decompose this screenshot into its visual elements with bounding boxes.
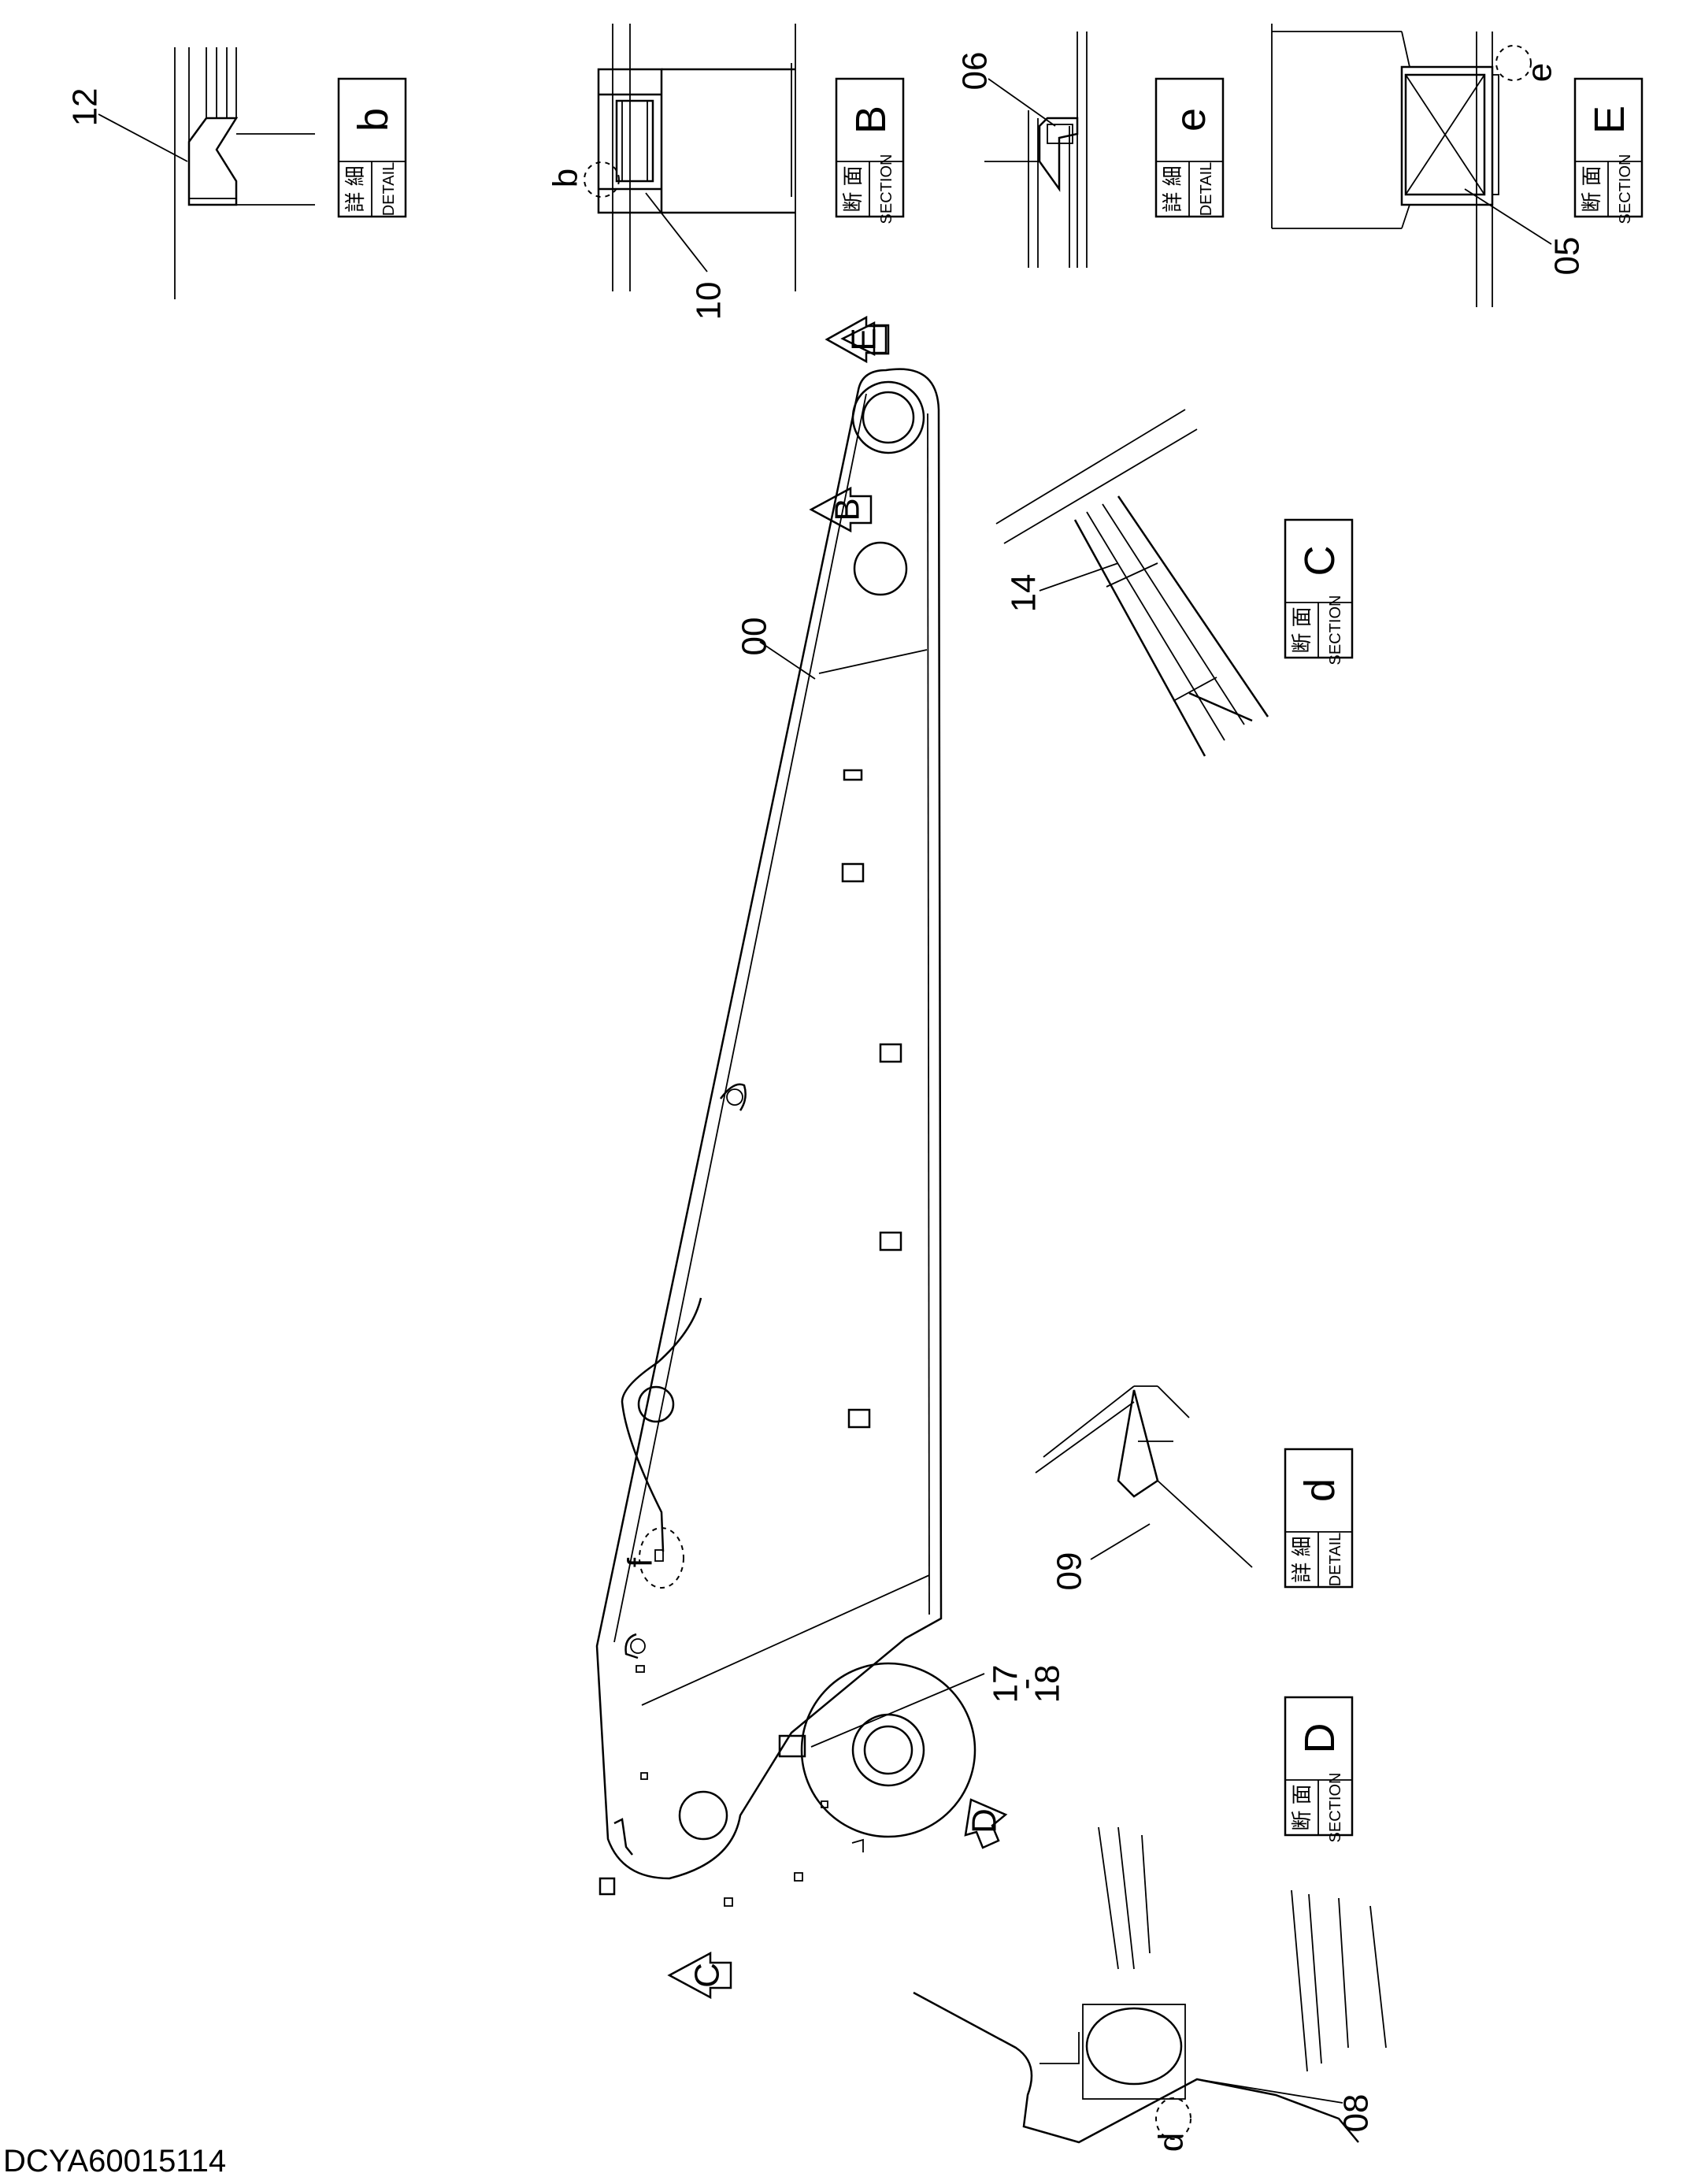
section-D-view: d 08	[913, 1826, 1387, 2152]
detail-circle-f: f	[621, 1557, 660, 1567]
view-tag-kind-jp: 詳 細	[1290, 1536, 1314, 1582]
view-tag-detail-d: 詳 細 DETAIL d	[1284, 1448, 1354, 1589]
view-tag-detail-b: 詳 細 DETAIL b	[337, 77, 407, 218]
view-tag-kind-jp: 断 面	[1290, 1784, 1314, 1830]
view-tag-letter: b	[350, 108, 397, 132]
callout-10: 10	[690, 282, 728, 321]
view-tag-section-D: 断 面 SECTION D	[1284, 1696, 1354, 1843]
view-tag-letter: D	[1296, 1723, 1343, 1754]
callout-18: 18	[1028, 1665, 1067, 1704]
detail-circle-d: d	[1152, 2133, 1191, 2152]
view-tag-kind-en: SECTION	[1327, 1773, 1344, 1843]
detail-circle-e: e	[1521, 63, 1559, 82]
view-tag-kind-en: DETAIL	[380, 162, 398, 217]
view-arrow-E-label: E	[845, 328, 884, 350]
detail-circle-b: b	[547, 169, 585, 187]
view-tag-letter: d	[1296, 1478, 1343, 1502]
callout-06: 06	[956, 52, 995, 91]
view-tag-letter: e	[1167, 108, 1214, 132]
view-tag-kind-en: DETAIL	[1198, 162, 1215, 217]
view-arrow-C: C	[667, 1951, 732, 2000]
detail-b-view: 12	[66, 47, 315, 299]
callout-14: 14	[1005, 574, 1043, 613]
view-tag-section-B: 断 面 SECTION B	[835, 77, 905, 224]
callout-00: 00	[736, 617, 774, 656]
detail-d-view: 09	[1035, 1385, 1253, 1591]
view-arrow-B-label: B	[828, 498, 867, 521]
detail-e-view: 06	[956, 32, 1088, 268]
section-C-view: 14	[995, 409, 1269, 757]
view-tag-kind-jp: 断 面	[841, 165, 865, 212]
view-tag-section-E: 断 面 SECTION E	[1573, 77, 1644, 224]
view-arrow-D-label: D	[965, 1808, 1004, 1834]
view-tag-kind-jp: 断 面	[1580, 165, 1603, 212]
view-tag-kind-en: DETAIL	[1327, 1533, 1344, 1587]
callout-09: 09	[1051, 1552, 1089, 1591]
view-tag-section-C: 断 面 SECTION C	[1284, 518, 1354, 666]
callout-dash: -	[1006, 1678, 1045, 1690]
callout-05: 05	[1548, 237, 1587, 276]
view-tag-kind-jp: 断 面	[1290, 606, 1314, 653]
view-arrow-B: B	[809, 486, 873, 533]
callout-17: 17	[987, 1665, 1025, 1704]
view-arrow-E: E	[825, 315, 890, 364]
view-tag-detail-e: 詳 細 DETAIL e	[1154, 77, 1225, 218]
view-tag-kind-en: SECTION	[878, 154, 895, 224]
section-E-view: e 05	[1271, 24, 1587, 307]
view-arrow-D: D	[964, 1798, 1008, 1849]
view-tag-kind-jp: 詳 細	[1161, 165, 1184, 212]
callout-08: 08	[1337, 2094, 1376, 2133]
boom-body	[595, 368, 976, 1907]
view-tag-letter: C	[1296, 546, 1343, 577]
view-tag-letter: E	[1586, 106, 1633, 134]
view-tag-kind-en: SECTION	[1327, 595, 1344, 666]
section-B-view: b 10	[547, 24, 796, 320]
view-tag-letter: B	[847, 106, 895, 134]
view-tag-kind-jp: 詳 細	[343, 165, 367, 212]
drawing-code: DCYA60015114	[3, 2144, 226, 2178]
callout-12: 12	[66, 88, 105, 127]
view-arrow-C-label: C	[688, 1963, 727, 1988]
view-tag-kind-en: SECTION	[1617, 154, 1634, 224]
